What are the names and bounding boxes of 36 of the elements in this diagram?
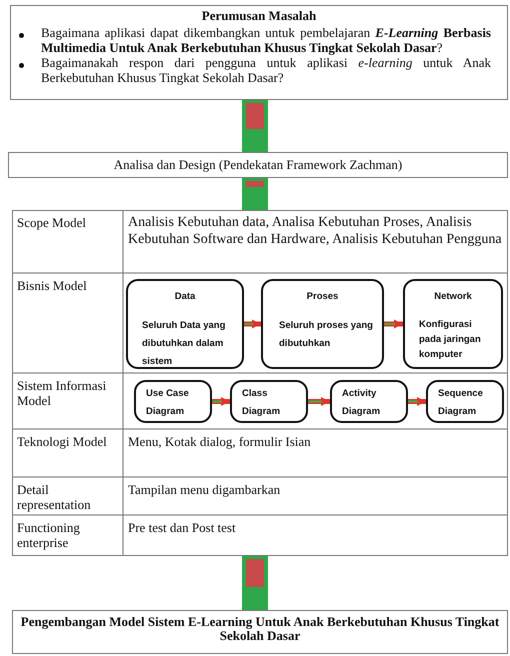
rounded-box — [426, 380, 504, 423]
table-text: Sistem Informasi Model — [17, 378, 108, 409]
box-text: Konfigurasi pada jaringan komputer — [419, 318, 482, 362]
process-box — [8, 152, 508, 178]
table-text: Teknologi Model — [17, 434, 108, 450]
box-text: Class Diagram — [242, 387, 282, 420]
table-text: Bisnis Model — [17, 278, 88, 294]
box-text: Activity Diagram — [342, 387, 382, 420]
rounded-box — [261, 279, 384, 369]
problem-box — [10, 5, 508, 100]
box-heading: Network — [433, 291, 473, 302]
table-text: Analisis Kebutuhan data, Analisa Kebutuhan Proses, Analisis Kebutuhan Software dan Hardware, Analisis Kebutuhan Pengguna — [128, 215, 503, 248]
box-text: Seluruh Data yang dibutuhkan dalam sistem — [142, 319, 226, 370]
box-heading: Proses — [306, 291, 340, 302]
table-text: Pre test dan Post test — [128, 520, 237, 536]
zachman-table — [12, 210, 508, 556]
box-text: Sequence Diagram — [438, 387, 484, 420]
table-text: Detail representation — [17, 482, 92, 513]
rounded-box — [134, 380, 212, 423]
rounded-box — [126, 279, 244, 369]
table-text: Menu, Kotak dialog, formulir Isian — [128, 434, 312, 450]
box-text: Seluruh proses yang dibutuhkan — [279, 319, 374, 352]
box-text: Analisa dan Design (Pendekatan Framework Zachman) — [112, 157, 404, 172]
bullet-text: Bagaimana aplikasi dapat dikembangkan untuk pembelajaran E-Learning Berbasis Multimedia Untuk Anak Berkebutuhan Khusus Tingkat Sekolah Dasar? — [41, 25, 491, 55]
result-box — [12, 610, 508, 654]
box-text: Use Case Diagram — [146, 387, 190, 420]
rounded-box — [230, 380, 308, 423]
table-text: Tampilan menu digambarkan — [128, 482, 282, 498]
table-text: Scope Model — [17, 215, 87, 230]
rounded-box — [403, 279, 503, 369]
heading-text: Pengembangan Model Sistem E-Learning Untuk Anak Berkebutuhan Khusus Tingkat Sekolah Dasar — [20, 615, 500, 644]
rounded-box — [330, 380, 408, 423]
table-text: Functioning enterprise — [17, 520, 81, 551]
heading-text: Perumusan Masalah — [200, 8, 318, 24]
box-heading: Data — [174, 291, 196, 302]
bullet-text: Bagaimanakah respon dari pengguna untuk aplikasi e-learning untuk Anak Berkebutuhan Khusus Tingkat Sekolah Dasar? — [41, 54, 491, 85]
